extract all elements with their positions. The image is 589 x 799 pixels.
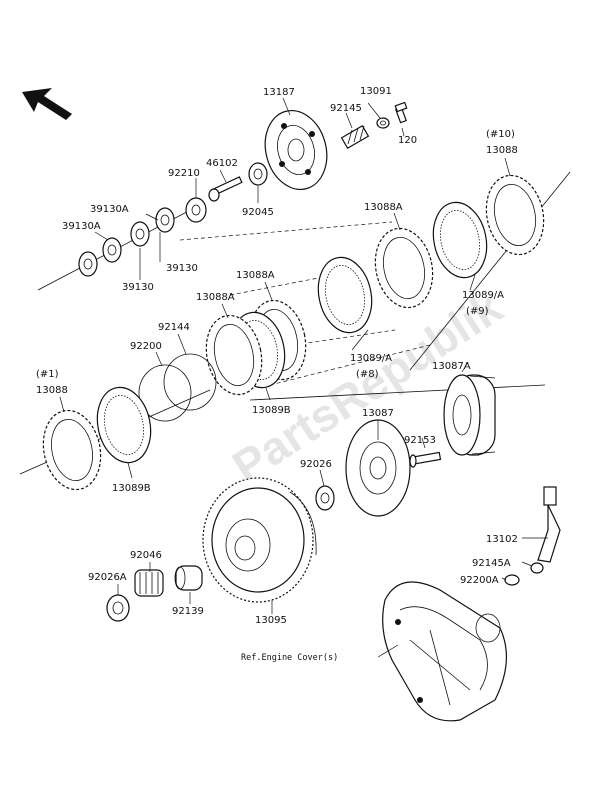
washer-92210: [185, 197, 207, 223]
friction-plate-13088-top: [485, 174, 545, 256]
spring-plate-39130A-left: [102, 237, 122, 263]
label-13089B-left: 13089B: [112, 483, 151, 494]
bolt-92153: [409, 451, 442, 468]
spring-plate-39130-a: [130, 221, 150, 247]
front-arrow-icon: [22, 88, 72, 120]
label-13088A-mid: 13088A: [364, 202, 403, 213]
spring-92145A: [530, 562, 544, 574]
steel-plate-13089B-left: [96, 386, 152, 464]
label-13088A-inner: 13088A: [236, 270, 275, 281]
label-92144: 92144: [158, 322, 190, 333]
label-92200A: 92200A: [460, 575, 499, 586]
label-note-10: (#10): [486, 129, 515, 140]
lever-13102: [537, 486, 561, 563]
label-ref-engine-cover: Ref.Engine Cover(s): [241, 653, 338, 663]
steel-plate-13089A-mid: [317, 256, 373, 334]
label-92026A: 92026A: [88, 572, 127, 583]
label-39130A-top: 39130A: [90, 204, 129, 215]
clutch-housing-13095: [202, 477, 317, 603]
label-note-1: (#1): [36, 369, 59, 380]
label-13087A: 13087A: [432, 361, 471, 372]
push-rod-46102: [208, 176, 243, 202]
label-13089A-top: 13089/A: [462, 290, 504, 301]
label-92145A: 92145A: [472, 558, 511, 569]
label-39130A-left: 39130A: [62, 221, 101, 232]
seal-92200A: [504, 574, 520, 586]
label-note-8: (#8): [356, 369, 379, 380]
engine-cover: [382, 581, 508, 722]
washer-92026A: [106, 594, 130, 622]
spring-plate-39130-b: [78, 251, 98, 277]
label-13088-left: 13088: [36, 385, 68, 396]
friction-plate-13088A-left: [205, 314, 263, 396]
label-120: 120: [398, 135, 417, 146]
label-92046: 92046: [130, 550, 162, 561]
pressure-plate-13187: [264, 109, 328, 191]
label-13089B-mid: 13089B: [252, 405, 291, 416]
clutch-hub-13087A: [443, 374, 496, 456]
friction-plate-13088A-mid: [374, 227, 434, 309]
bolt-120: [394, 101, 408, 124]
steel-plate-13089A-top: [432, 201, 488, 279]
label-13102: 13102: [486, 534, 518, 545]
spring-92145: [340, 124, 370, 150]
label-13091: 13091: [360, 86, 392, 97]
label-92045: 92045: [242, 207, 274, 218]
label-92139: 92139: [172, 606, 204, 617]
ring-92144: [163, 353, 217, 411]
label-13089A-mid: 13089/A: [350, 353, 392, 364]
label-92153: 92153: [404, 435, 436, 446]
washer-13091: [376, 117, 390, 129]
label-39130-bottom: 39130: [122, 282, 154, 293]
label-46102: 46102: [206, 158, 238, 169]
label-13088-top: 13088: [486, 145, 518, 156]
label-39130-right: 39130: [166, 263, 198, 274]
ring-92200: [138, 364, 192, 422]
label-92210: 92210: [168, 168, 200, 179]
label-13087: 13087: [362, 408, 394, 419]
washer-92026: [315, 485, 335, 511]
leader-lines: [59, 97, 548, 658]
spring-plate-39130A-top: [155, 207, 175, 233]
sleeve-92139: [174, 565, 203, 591]
label-13095: 13095: [255, 615, 287, 626]
label-92200: 92200: [130, 341, 162, 352]
label-note-9: (#9): [466, 306, 489, 317]
label-92145: 92145: [330, 103, 362, 114]
label-13088A-left: 13088A: [196, 292, 235, 303]
label-13187: 13187: [263, 87, 295, 98]
bearing-92045: [248, 162, 268, 186]
needle-bearing-92046: [134, 569, 164, 597]
label-92026: 92026: [300, 459, 332, 470]
part-labels: 13187 13091 92145 120 46102 92210 92045 …: [36, 86, 518, 663]
